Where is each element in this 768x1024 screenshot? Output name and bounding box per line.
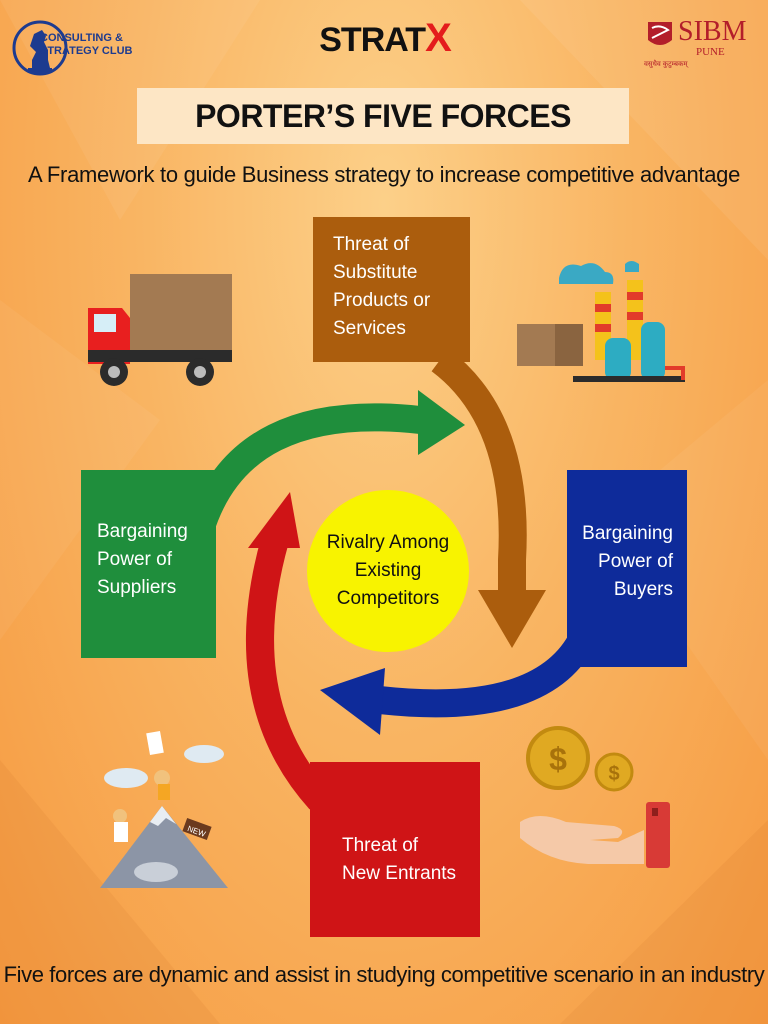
mountain-climbers-icon: NEW [100, 730, 228, 888]
substitutes-line-1: Threat of [333, 234, 410, 255]
new-entrants-arrow [246, 536, 331, 810]
force-buyers-box: Bargaining Power of Buyers [567, 470, 687, 667]
new-entrants-arrowhead [248, 492, 300, 548]
substitutes-line-3: Products or [333, 290, 431, 311]
new-entrants-line-1: Threat of [342, 835, 419, 856]
rivalry-circle: Rivalry Among Existing Competitors [307, 490, 469, 652]
coins-hand-icon: $ $ [520, 726, 670, 868]
substitutes-arrow [431, 348, 527, 590]
buyers-line-3: Buyers [613, 579, 673, 600]
institute-city: PUNE [696, 46, 725, 58]
chess-knight-icon [12, 20, 68, 76]
rivalry-line-2: Existing [354, 560, 422, 581]
delivery-truck-icon [88, 274, 232, 386]
coin-symbol-1: $ [549, 741, 567, 777]
substitutes-line-2: Substitute [333, 262, 418, 283]
force-new-entrants-box: Threat of New Entrants [310, 762, 480, 937]
force-substitutes-box: Threat of Substitute Products or Service… [313, 217, 470, 362]
club-name-line1: CONSULTING & [40, 32, 123, 44]
page-title: PORTER’S FIVE FORCES [195, 97, 571, 134]
event-logo-prefix: STRAT [319, 21, 426, 59]
page-footer: Five forces are dynamic and assist in st… [3, 962, 765, 987]
coin-symbol-2: $ [608, 763, 619, 785]
rivalry-line-1: Rivalry Among [326, 532, 450, 553]
suppliers-line-3: Suppliers [97, 577, 177, 598]
club-name-line2: STRATEGY CLUB [40, 45, 133, 57]
substitutes-arrowhead [478, 590, 546, 648]
suppliers-arrowhead [418, 390, 465, 455]
substitutes-line-4: Services [333, 318, 406, 339]
buyers-line-1: Bargaining [582, 523, 673, 544]
club-name: CONSULTING & STRATEGY CLUB [40, 32, 133, 58]
event-logo-suffix: X [425, 16, 452, 60]
institute-name: SIBM [678, 16, 747, 47]
buyers-line-2: Power of [598, 551, 673, 572]
page-subtitle: A Framework to guide Business strategy t… [27, 162, 741, 187]
factory-icon [517, 261, 685, 382]
buyers-arrowhead [320, 668, 385, 735]
force-suppliers-box: Bargaining Power of Suppliers [81, 470, 216, 658]
event-logo: STRATX [300, 16, 470, 61]
institute-motto: वसुधैव कुटुम्बकम् [644, 61, 688, 68]
rivalry-line-3: Competitors [336, 588, 440, 609]
suppliers-line-2: Power of [97, 549, 172, 570]
institute-emblem-icon [648, 22, 672, 45]
club-logo: CONSULTING & STRATEGY CLUB [10, 10, 160, 85]
institute-logo: SIBM PUNE वसुधैव कुटुम्बकम् [640, 14, 755, 74]
title-banner: PORTER’S FIVE FORCES [137, 88, 629, 144]
new-entrants-line-2: New Entrants [342, 863, 457, 884]
suppliers-line-1: Bargaining [97, 521, 188, 542]
